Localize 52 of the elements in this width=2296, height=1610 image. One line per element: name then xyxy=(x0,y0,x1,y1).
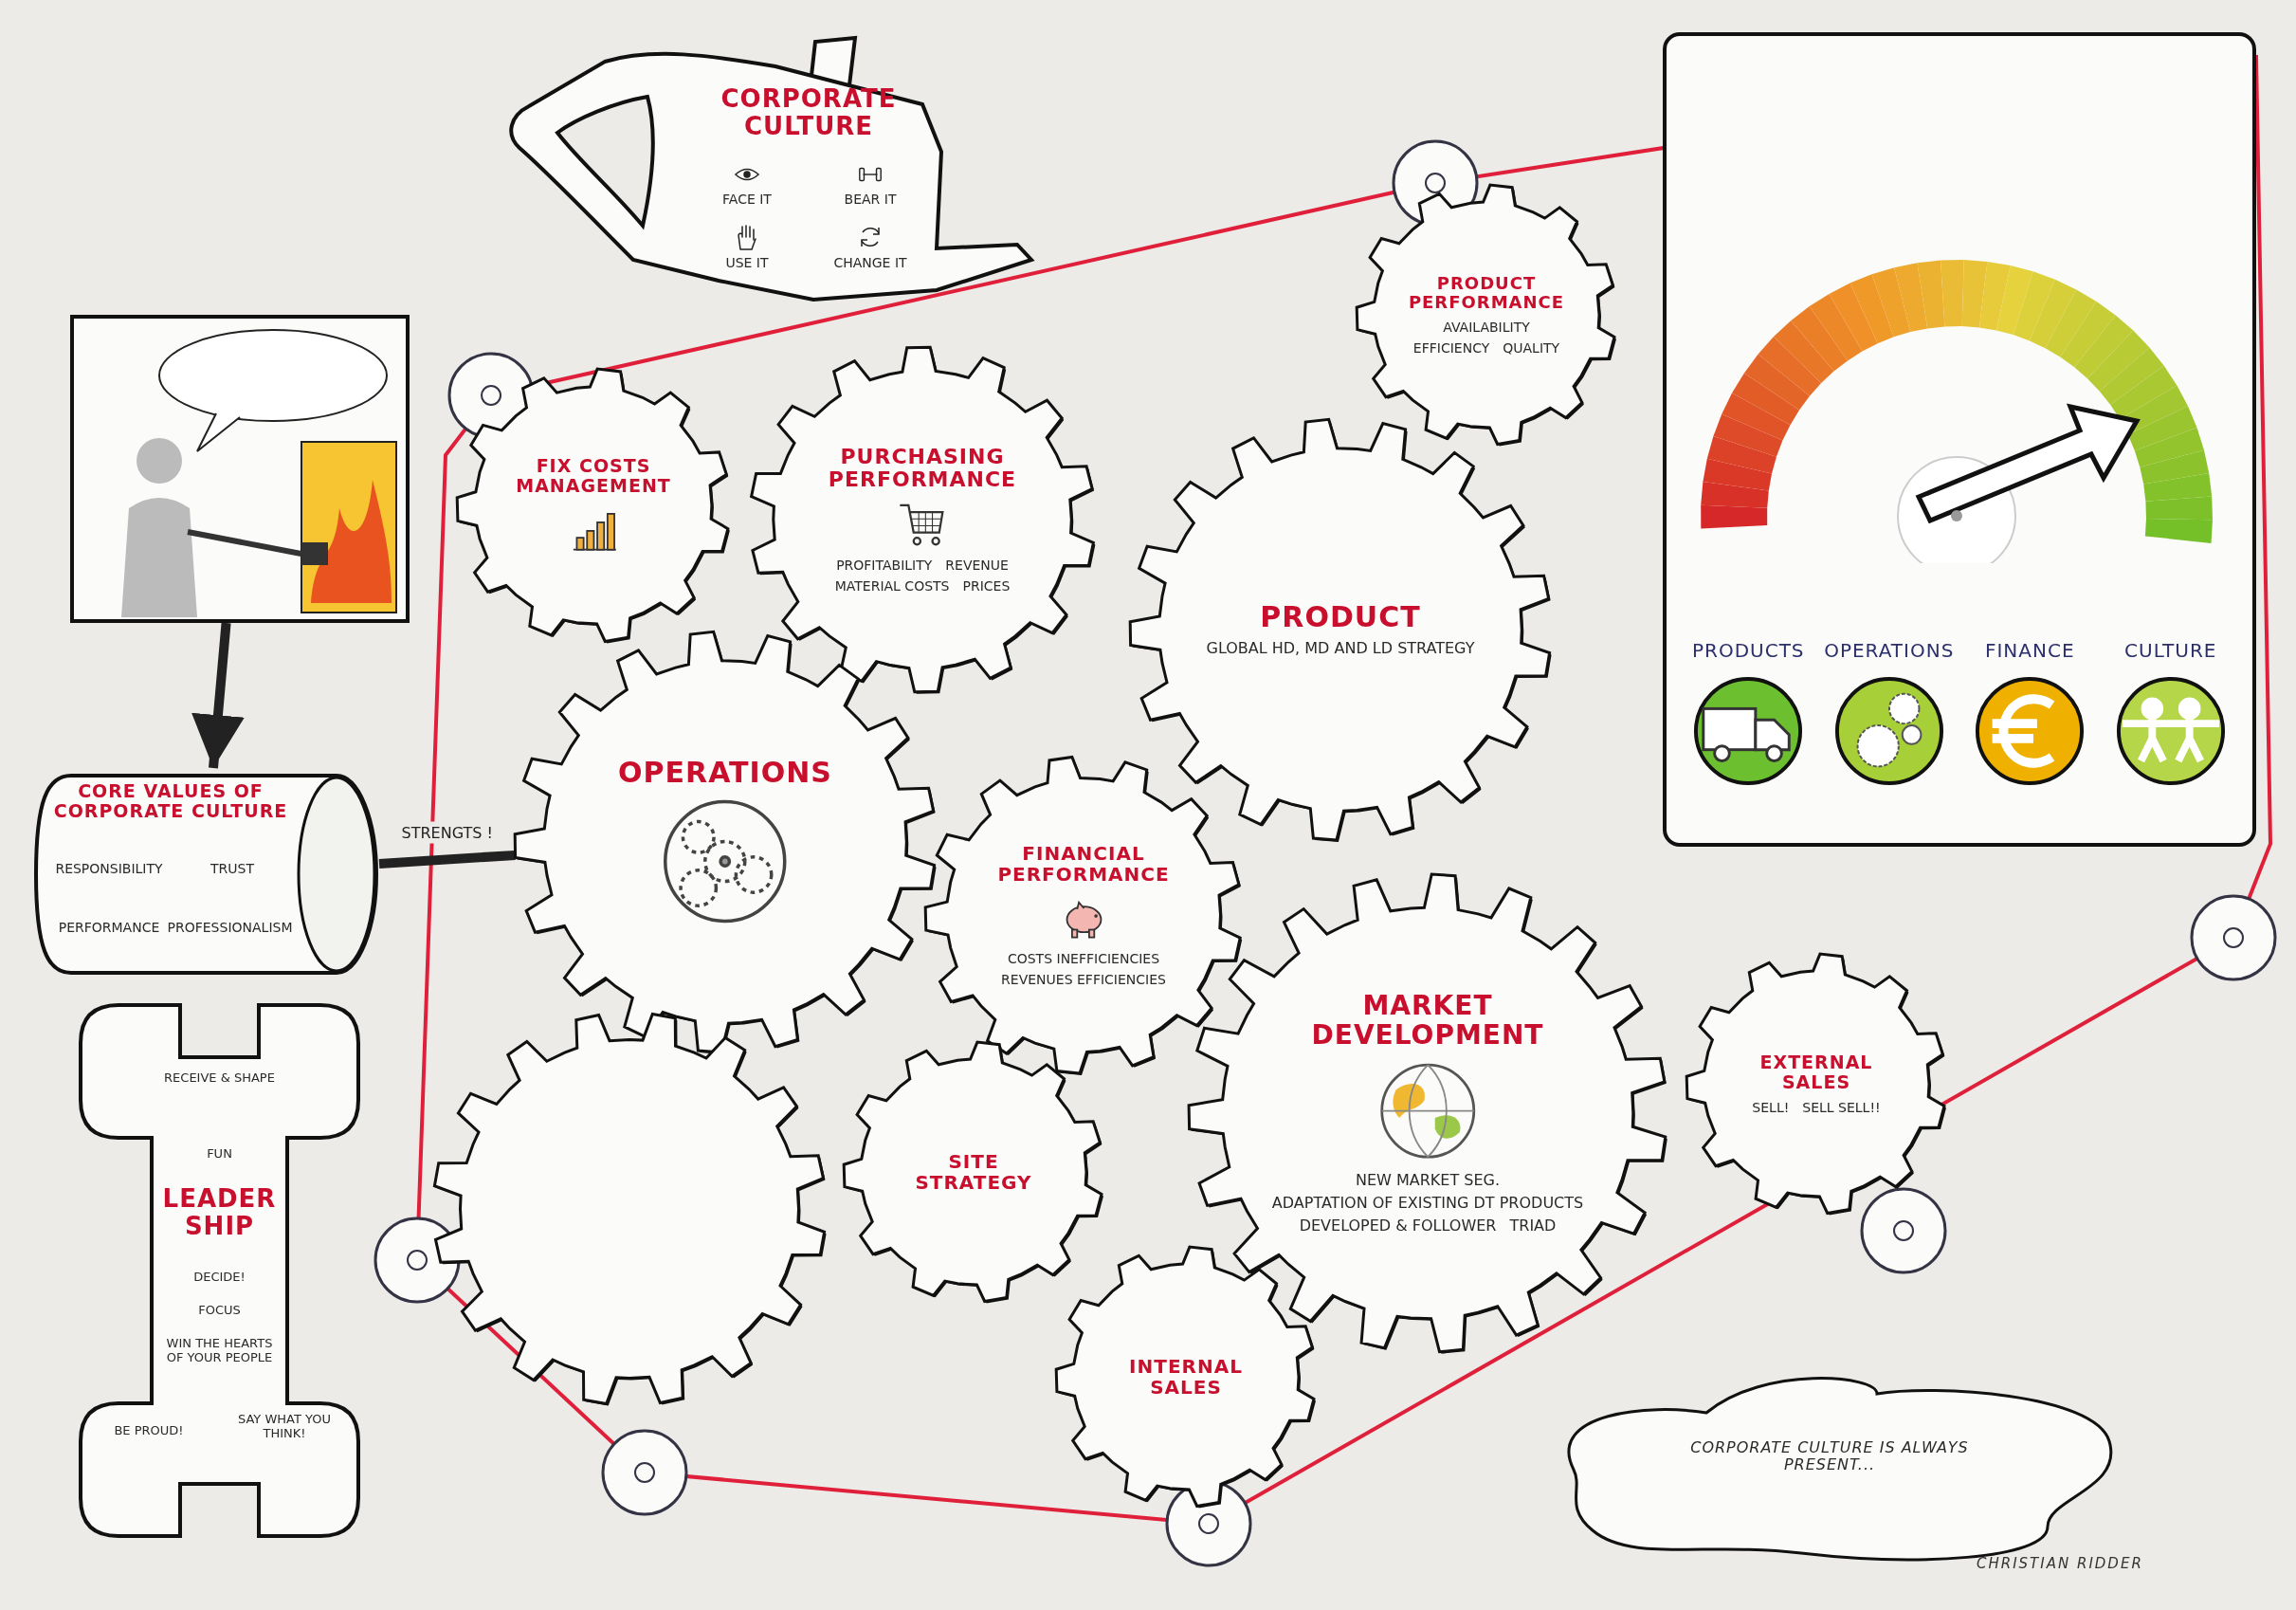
title-text: MARKET DEVELOPMENT xyxy=(1310,991,1545,1051)
note-text: FUN xyxy=(207,1147,232,1162)
title-text: EXTERNAL SALES xyxy=(1758,1052,1874,1092)
note-text: SELL! xyxy=(1752,1099,1790,1115)
title-text: PRODUCT PERFORMANCE xyxy=(1407,274,1566,312)
category-label: OPERATIONS xyxy=(1824,639,1955,662)
title-text: SITE STRATEGY xyxy=(914,1151,1033,1193)
note-text: CORPORATE CULTURE IS ALWAYS PRESENT... xyxy=(1689,1439,1970,1474)
title-text: FIX COSTS MANAGEMENT xyxy=(515,456,672,496)
note-text: REVENUES EFFICIENCIES xyxy=(1001,972,1166,988)
note-text: GLOBAL HD, MD AND LD STRATEGY xyxy=(1206,640,1475,658)
title-text: PRODUCT xyxy=(1260,601,1421,633)
signature-text: CHRISTIAN RIDDER xyxy=(1977,1555,2143,1572)
note-text: MATERIAL COSTS xyxy=(834,578,950,595)
note-text: SAY WHAT YOU THINK! xyxy=(237,1413,332,1441)
title-text: CORE VALUES OF CORPORATE CULTURE xyxy=(52,781,289,821)
note-text: DECIDE! xyxy=(193,1271,246,1285)
note-text: RESPONSIBILITY xyxy=(55,861,163,877)
note-text: PERFORMANCE xyxy=(58,920,160,936)
note-text: PRICES xyxy=(962,578,1011,595)
note-text: FOCUS xyxy=(198,1304,241,1318)
note-text: TRUST xyxy=(210,861,254,877)
note-text: BEAR IT xyxy=(844,192,897,208)
note-text: EFFICIENCY xyxy=(1412,339,1490,356)
note-text: RECEIVE & SHAPE xyxy=(164,1071,275,1086)
note-text: REVENUE xyxy=(945,558,1009,574)
note-text: TRIAD xyxy=(1509,1217,1557,1235)
title-text: OPERATIONS xyxy=(618,756,832,788)
note-text: SELL SELL!! xyxy=(1802,1099,1881,1115)
note-text: USE IT xyxy=(725,255,769,271)
arrow xyxy=(191,622,245,769)
title-text: INTERNAL SALES xyxy=(1128,1356,1244,1398)
title-text: FINANCIAL PERFORMANCE xyxy=(996,842,1171,885)
title-text: LEADER SHIP xyxy=(161,1185,278,1240)
title-text: CORPORATE CULTURE xyxy=(720,85,898,140)
note-text: QUALITY xyxy=(1503,339,1560,356)
note-text: PROFESSIONALISM xyxy=(167,920,293,936)
note-text: PROFITABILITY xyxy=(836,558,933,574)
note-text: BE PROUD! xyxy=(114,1424,184,1438)
title-text: PURCHASING PERFORMANCE xyxy=(827,445,1018,492)
category-label: PRODUCTS xyxy=(1691,639,1805,662)
category-label: FINANCE xyxy=(1984,639,2075,662)
note-text: FACE IT xyxy=(722,192,772,208)
note-text: ADAPTATION OF EXISTING DT PRODUCTS xyxy=(1271,1194,1584,1212)
note-text: CHANGE IT xyxy=(833,255,907,271)
note-text: NEW MARKET SEG. xyxy=(1355,1171,1501,1189)
note-text: DEVELOPED & FOLLOWER xyxy=(1299,1217,1497,1235)
note-text: WIN THE HEARTS OF YOUR PEOPLE xyxy=(165,1337,274,1365)
note-text: COSTS INEFFICIENCIES xyxy=(1007,950,1160,966)
category-label: CULTURE xyxy=(2124,639,2217,662)
note-text: AVAILABILITY xyxy=(1443,319,1530,335)
connecting-rod xyxy=(378,850,516,869)
